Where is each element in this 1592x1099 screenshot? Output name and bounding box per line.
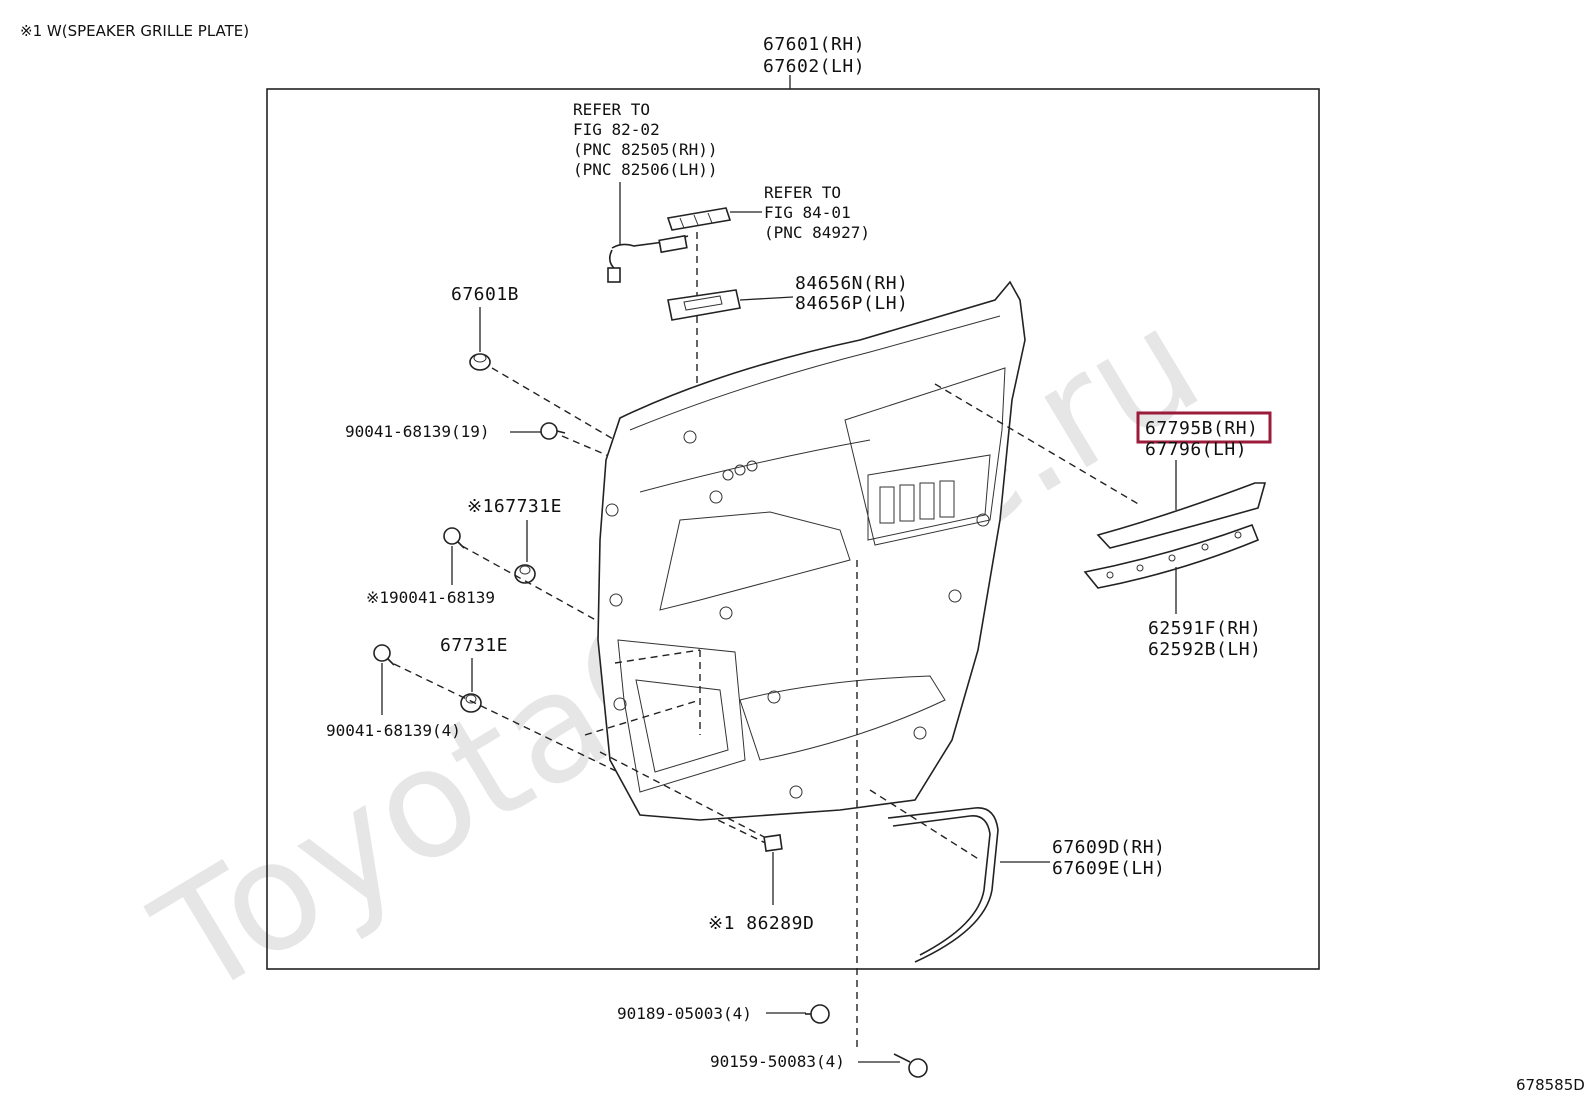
clip-67601b-icon [469,353,491,371]
label-bezel-rh[interactable]: 84656N(RH) [795,273,908,294]
screw-05003-icon [805,1004,830,1024]
assembly-frame [266,88,1320,970]
label-screw-50083[interactable]: 90159-50083(4) [710,1052,845,1071]
svg-text:(PNC 82505(RH)): (PNC 82505(RH)) [573,140,718,159]
figure-code: 678585D [1516,1076,1585,1094]
label-trim-rh[interactable]: 67795B(RH) [1145,418,1258,439]
label-weather-rh[interactable]: 67609D(RH) [1052,837,1165,858]
clip-67731e-b-icon [460,693,482,713]
label-bezel-lh[interactable]: 84656P(LH) [795,293,908,314]
screw-19-icon [540,422,566,440]
pad-86289d-icon [763,834,783,852]
label-garnish-rh[interactable]: 62591F(RH) [1148,618,1261,639]
label-screw-s1[interactable]: ※190041-68139 [366,588,495,607]
label-clip-67731e-a[interactable]: ※167731E [467,496,562,517]
weatherstrip-icon [887,807,999,963]
svg-text:REFER TO: REFER TO [573,100,650,119]
svg-text:FIG 82-02: FIG 82-02 [573,120,660,139]
svg-text:(PNC 82506(LH)): (PNC 82506(LH)) [573,160,718,179]
label-panel-rh[interactable]: 67601(RH) [763,34,865,55]
clip-67731e-a-icon [514,564,536,584]
screw-s1-icon [443,527,465,549]
reference-fig-82-02[interactable]: REFER TO FIG 82-02 (PNC 82505(RH)) (PNC … [573,100,718,179]
label-clip-67601b[interactable]: 67601B [451,284,519,305]
screw-4-icon [373,644,395,666]
label-clip-67731e-b[interactable]: 67731E [440,635,508,656]
label-screw-4[interactable]: 90041-68139(4) [326,721,461,740]
garnish-icon [1083,523,1260,589]
label-screw-19[interactable]: 90041-68139(19) [345,422,490,441]
reference-fig-84-01[interactable]: REFER TO FIG 84-01 (PNC 84927) [764,183,870,242]
screw-50083-icon [893,1053,928,1078]
highlight-box [1136,411,1272,444]
svg-text:(PNC 84927): (PNC 84927) [764,223,870,242]
label-screw-05003[interactable]: 90189-05003(4) [617,1004,752,1023]
trim-strip-icon [1096,482,1267,549]
label-garnish-lh[interactable]: 62592B(LH) [1148,639,1261,660]
wire-harness-icon [607,234,689,283]
door-trim-panel [597,280,1026,821]
switch-bezel-icon [667,289,741,321]
svg-text:REFER TO: REFER TO [764,183,841,202]
note-text: ※1 W(SPEAKER GRILLE PLATE) [20,22,249,40]
label-pad-86289d[interactable]: ※1 86289D [708,913,814,934]
label-panel-lh[interactable]: 67602(LH) [763,56,865,77]
window-switch-icon [666,207,732,231]
label-trim-lh[interactable]: 67796(LH) [1145,439,1247,460]
label-weather-lh[interactable]: 67609E(LH) [1052,858,1165,879]
svg-text:FIG 84-01: FIG 84-01 [764,203,851,222]
